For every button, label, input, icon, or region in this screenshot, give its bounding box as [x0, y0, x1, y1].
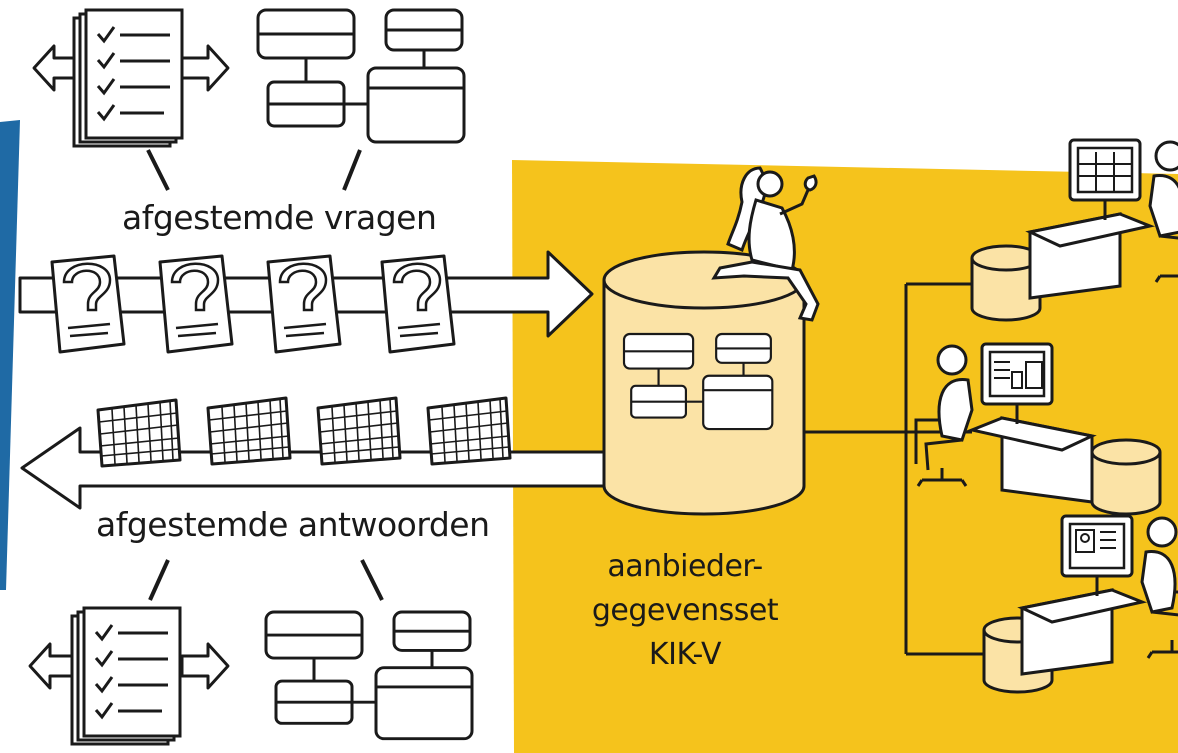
grid-sheet-icon — [206, 396, 292, 466]
dataset-label-line: gegevensset — [591, 593, 779, 628]
question-document-icon — [266, 254, 342, 354]
woman-pointing-icon — [711, 166, 820, 322]
question-document-icon — [158, 254, 234, 354]
connector-line — [360, 559, 384, 601]
connector-line — [342, 149, 362, 191]
workstation-table-icon — [970, 138, 1178, 322]
answers-arrow — [20, 426, 612, 510]
schema-icon — [256, 8, 466, 144]
question-document-icon — [380, 254, 456, 354]
grid-sheet-icon — [96, 398, 182, 468]
dataset-database — [602, 250, 806, 516]
connector-line — [148, 559, 170, 601]
question-document-icon — [50, 254, 126, 354]
questions-label: afgestemde vragen — [122, 198, 437, 237]
grid-sheet-icon — [426, 396, 512, 466]
checklist-icon — [32, 8, 230, 148]
network-lines — [804, 282, 984, 656]
schema-icon — [264, 610, 474, 741]
dataset-label-line: aanbieder- — [607, 549, 763, 584]
workstation-chart-icon — [914, 342, 1162, 516]
dataset-label: aanbieder- gegevensset KIK-V — [560, 545, 810, 677]
connector-line — [146, 149, 170, 191]
workstation-profile-icon — [982, 514, 1178, 694]
dataset-label-line: KIK-V — [648, 637, 722, 672]
blue-edge — [0, 120, 20, 590]
checklist-icon — [28, 606, 230, 746]
answers-label: afgestemde antwoorden — [96, 505, 490, 544]
grid-sheet-icon — [316, 396, 402, 466]
